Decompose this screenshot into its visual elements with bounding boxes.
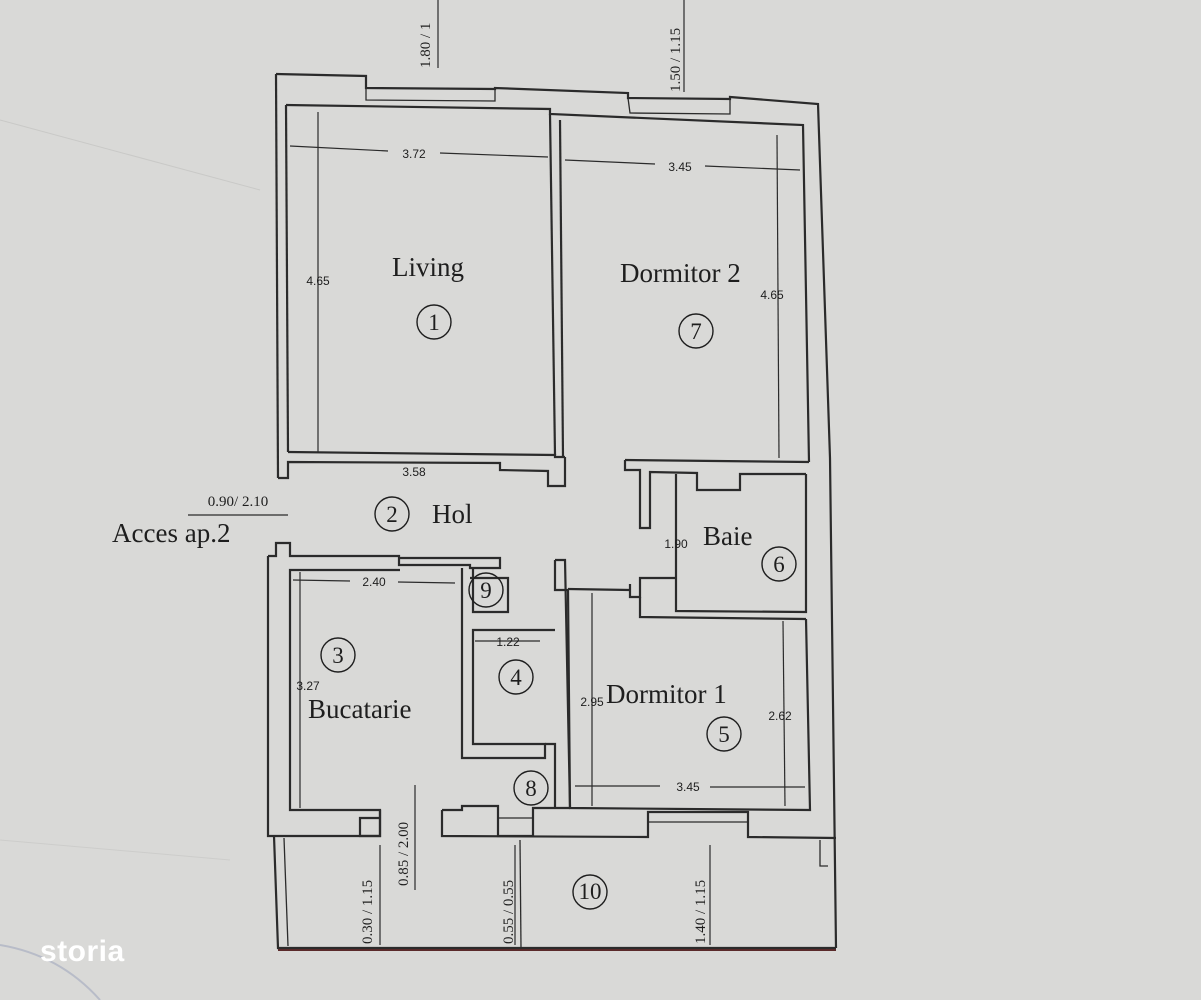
- bottom-opening-2-label: 0.55 / 0.55: [501, 880, 517, 944]
- exterior-walls: [266, 72, 838, 951]
- svg-text:5: 5: [718, 722, 730, 747]
- living-width-label: 3.72: [402, 147, 426, 161]
- bottom-opening-3-label: 1.40 / 1.15: [693, 880, 709, 944]
- room-baie-label: Baie: [703, 521, 752, 551]
- svg-text:6: 6: [773, 552, 785, 577]
- kitchen-height-label: 3.27: [296, 679, 320, 693]
- opening-top-left-label: 1.80 / 1: [418, 23, 434, 68]
- room-number-4: 4: [498, 659, 534, 695]
- room-bucatarie-label: Bucatarie: [308, 694, 411, 724]
- living-bottom-label: 3.58: [402, 465, 426, 479]
- room-number-10: 10: [572, 874, 608, 910]
- room-number-8: 8: [513, 770, 549, 806]
- storia-logo: storia: [40, 935, 125, 968]
- svg-text:8: 8: [525, 776, 537, 801]
- room-number-6: 6: [761, 546, 797, 582]
- dorm2-width-label: 3.45: [668, 160, 692, 174]
- kitchen-width-label: 2.40: [362, 575, 386, 589]
- baie-height-label: 1.90: [664, 537, 688, 551]
- dimension-lines: [188, 0, 805, 945]
- access-door-label: 0.90/ 2.10: [208, 494, 268, 510]
- svg-text:2: 2: [386, 502, 398, 527]
- room-dormitor2-label: Dormitor 2: [620, 258, 741, 288]
- bottom-opening-1-label: 0.30 / 1.15: [360, 880, 376, 944]
- room-number-2: 2: [374, 496, 410, 532]
- access-label: Acces ap.2: [112, 518, 230, 548]
- room-number-5: 5: [706, 716, 742, 752]
- opening-top-right-label: 1.50 / 1.15: [668, 28, 684, 92]
- dorm1-height-right-label: 2.62: [768, 709, 792, 723]
- svg-text:10: 10: [579, 879, 602, 904]
- room-dormitor1-label: Dormitor 1: [606, 679, 727, 709]
- balcony-door-label: 0.85 / 2.00: [396, 822, 412, 886]
- stamp-arc: [0, 944, 101, 1000]
- svg-text:4: 4: [510, 665, 522, 690]
- svg-text:9: 9: [480, 578, 492, 603]
- room-number-3: 3: [320, 637, 356, 673]
- svg-text:1: 1: [428, 310, 440, 335]
- room-living-label: Living: [392, 252, 464, 282]
- room-number-7: 7: [678, 313, 714, 349]
- svg-text:3: 3: [332, 643, 344, 668]
- room-hol-label: Hol: [432, 499, 473, 529]
- living-height-label: 4.65: [306, 274, 330, 288]
- dorm1-width-label: 3.45: [676, 780, 700, 794]
- room-number-9: 9: [468, 572, 504, 608]
- dorm2-height-label: 4.65: [760, 288, 784, 302]
- room-number-1: 1: [416, 304, 452, 340]
- room4-width-label: 1.22: [496, 635, 520, 649]
- dorm1-height-left-label: 2.95: [580, 695, 604, 709]
- svg-text:7: 7: [690, 319, 702, 344]
